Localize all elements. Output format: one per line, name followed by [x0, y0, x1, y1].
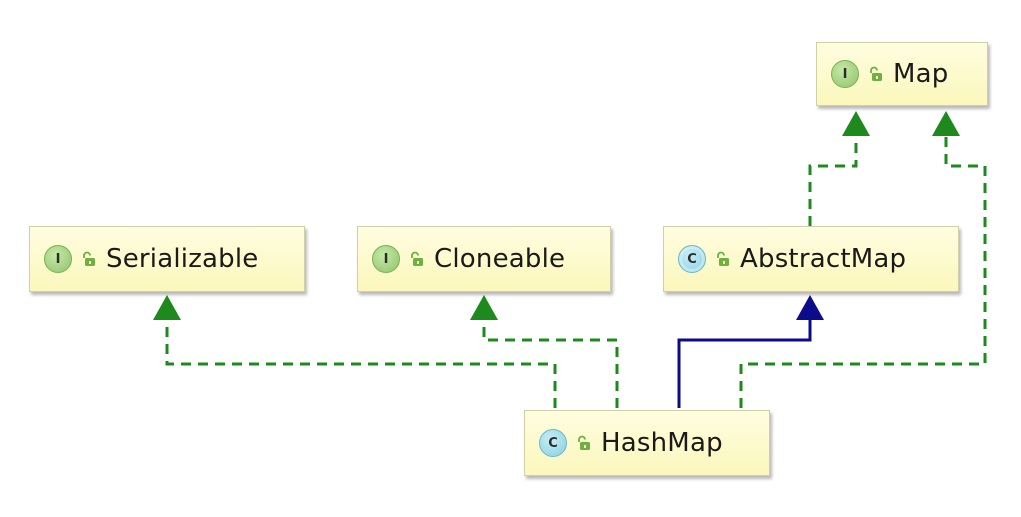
unlocked-padlock-icon [578, 435, 590, 450]
edge-hashmap-abstractmap [677, 318, 812, 408]
unlocked-padlock-icon [717, 251, 729, 266]
node-label: AbstractMap [740, 244, 907, 274]
unlocked-padlock-icon [83, 251, 95, 266]
arrowhead-abstractmap [796, 295, 824, 320]
abstract-class-icon: C [678, 245, 706, 273]
edge-hashmap-serializable [165, 318, 557, 408]
node-hashmap[interactable]: C HashMap [524, 410, 770, 476]
unlocked-padlock-icon [870, 66, 882, 81]
arrowhead-serializable [153, 295, 181, 320]
interface-icon: I [831, 60, 859, 88]
edge-hashmap-cloneable [482, 318, 619, 408]
node-label: Map [893, 59, 949, 89]
arrowhead-map-from-abstractmap [842, 111, 870, 136]
edge-abstractmap-map [808, 134, 858, 226]
arrowhead-map-from-hashmap [932, 111, 960, 136]
interface-icon: I [44, 245, 72, 273]
node-map[interactable]: I Map [816, 42, 988, 106]
interface-icon: I [372, 245, 400, 273]
node-cloneable[interactable]: I Cloneable [357, 226, 611, 292]
node-abstractmap[interactable]: C AbstractMap [663, 226, 959, 292]
edge-hashmap-map [739, 134, 987, 408]
arrowhead-cloneable [470, 295, 498, 320]
node-label: Cloneable [434, 244, 566, 274]
node-label: Serializable [106, 244, 259, 274]
class-icon: C [539, 429, 567, 457]
unlocked-padlock-icon [411, 251, 423, 266]
node-label: HashMap [601, 428, 723, 458]
node-serializable[interactable]: I Serializable [29, 226, 305, 292]
